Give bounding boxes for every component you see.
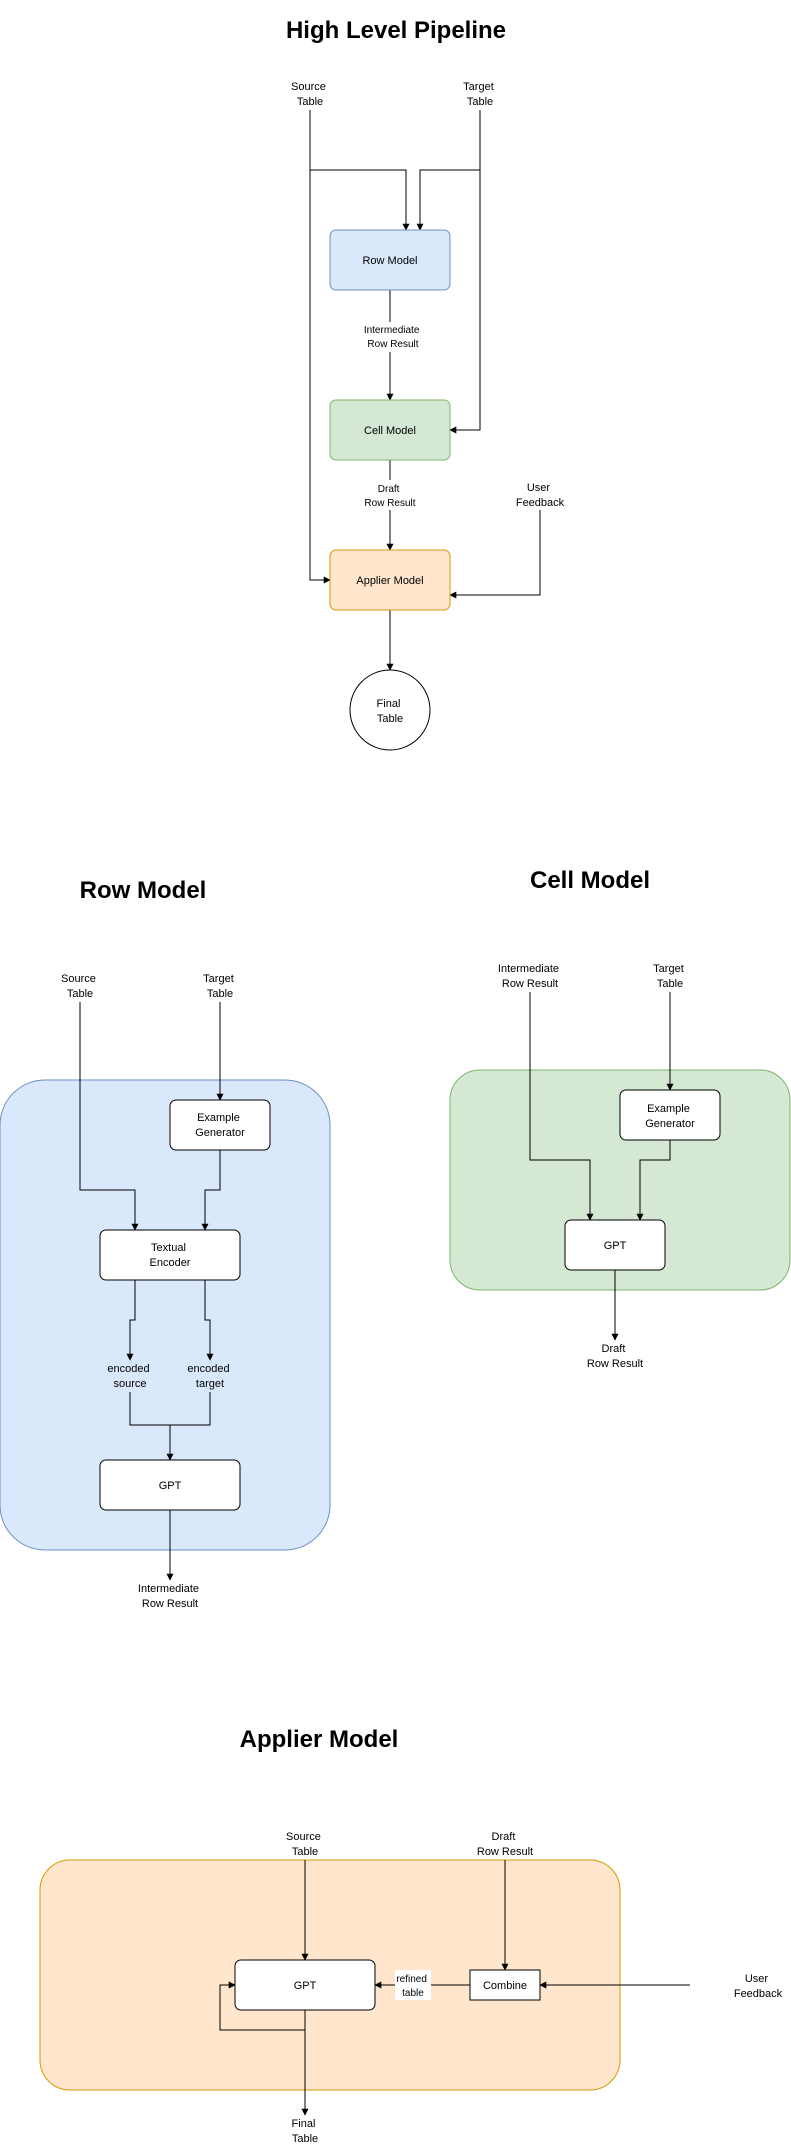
applier-model-gpt-node — [234, 1959, 376, 2011]
cell-model-gpt-label: GPT — [604, 1240, 627, 1252]
edge-row-encoder-to-encoded-source — [126, 1280, 136, 1361]
row-model-target-table-label: Target Table — [203, 973, 237, 1000]
pipeline-applier-model-node — [329, 549, 451, 611]
edge-feedback-to-applier — [449, 510, 541, 599]
edge-source-to-row-model — [309, 110, 410, 231]
edge-cell-generator-to-gpt — [636, 1140, 671, 1221]
pipeline-draft-label: Draft Row Result — [364, 484, 415, 509]
edge-row-generator-to-encoder — [201, 1150, 221, 1231]
row-model-encoded-source-label: encoded source — [107, 1363, 152, 1390]
applier-model-source-table-label: Source Table — [286, 1831, 324, 1858]
applier-model-section: Applier Model Source Table Draft Row Res… — [39, 1726, 783, 2145]
applier-model-gpt-label: GPT — [294, 1980, 317, 1992]
cell-model-gpt-node — [564, 1219, 666, 1271]
row-model-textual-encoder-node — [99, 1229, 241, 1281]
edge-row-encoder-to-encoded-target — [204, 1280, 214, 1361]
applier-model-title: Applier Model — [240, 1726, 399, 1753]
row-model-output-label: Intermediate Row Result — [138, 1583, 202, 1610]
pipeline-row-model-node — [329, 229, 451, 291]
pipeline-source-table-label: Source Table — [291, 81, 329, 108]
cell-model-example-generator-label: Example Generator — [645, 1103, 695, 1130]
pipeline-final-table-node — [349, 669, 431, 751]
applier-model-combine-node — [469, 1969, 541, 2001]
row-model-title: Row Model — [80, 877, 207, 904]
applier-model-draft-row-result-label: Draft Row Result — [477, 1831, 533, 1858]
applier-model-user-feedback-label: User Feedback — [734, 1973, 783, 2000]
edge-target-to-row-model — [416, 110, 481, 231]
edge-source-to-applier-model — [309, 110, 331, 584]
row-model-encoded-target-label: encoded target — [187, 1363, 232, 1390]
row-model-container — [0, 1079, 331, 1551]
edge-row-source-to-encoder — [79, 1002, 139, 1231]
pipeline-row-model-label: Row Model — [362, 255, 417, 267]
pipeline-final-table-label: Final Table — [377, 698, 404, 725]
pipeline-target-table-label: Target Table — [463, 81, 497, 108]
pipeline-title: High Level Pipeline — [286, 17, 506, 44]
pipeline-cell-model-label: Cell Model — [364, 425, 416, 437]
row-model-source-table-label: Source Table — [61, 973, 99, 1000]
row-model-gpt-label: GPT — [159, 1480, 182, 1492]
cell-model-title: Cell Model — [530, 867, 650, 894]
pipeline-cell-model-node — [329, 399, 451, 461]
cell-model-target-table-label: Target Table — [653, 963, 687, 990]
applier-model-combine-label: Combine — [483, 1980, 527, 1992]
edge-row-encoded-source-to-gpt — [129, 1392, 174, 1461]
pipeline-intermediate-label: Intermediate Row Result — [364, 325, 422, 350]
cell-model-output-label: Draft Row Result — [587, 1343, 643, 1370]
edge-cell-intermediate-to-gpt — [529, 992, 594, 1221]
edge-row-encoded-target-to-gpt — [170, 1392, 211, 1426]
cell-model-example-generator-node — [619, 1089, 721, 1141]
applier-refined-table-label-bg — [395, 1970, 431, 2000]
row-model-section: Row Model Source Table Target Table Exam… — [0, 877, 331, 1610]
cell-model-input-intermediate-label: Intermediate Row Result — [498, 963, 562, 990]
pipeline-section: High Level Pipeline Source Table Target … — [286, 17, 565, 751]
row-model-textual-encoder-label: Textual Encoder — [150, 1242, 191, 1269]
cell-model-section: Cell Model Intermediate Row Result Targe… — [449, 867, 791, 1370]
row-model-example-generator-node — [169, 1099, 271, 1151]
applier-model-final-table-label: Final Table — [292, 2118, 319, 2145]
applier-model-refined-table-label: refined table — [396, 1974, 429, 1999]
row-model-gpt-node — [99, 1459, 241, 1511]
edge-target-to-cell-model — [449, 110, 481, 434]
row-model-example-generator-label: Example Generator — [195, 1112, 245, 1139]
pipeline-user-feedback-label: User Feedback — [516, 482, 565, 509]
pipeline-applier-model-label: Applier Model — [356, 575, 423, 587]
